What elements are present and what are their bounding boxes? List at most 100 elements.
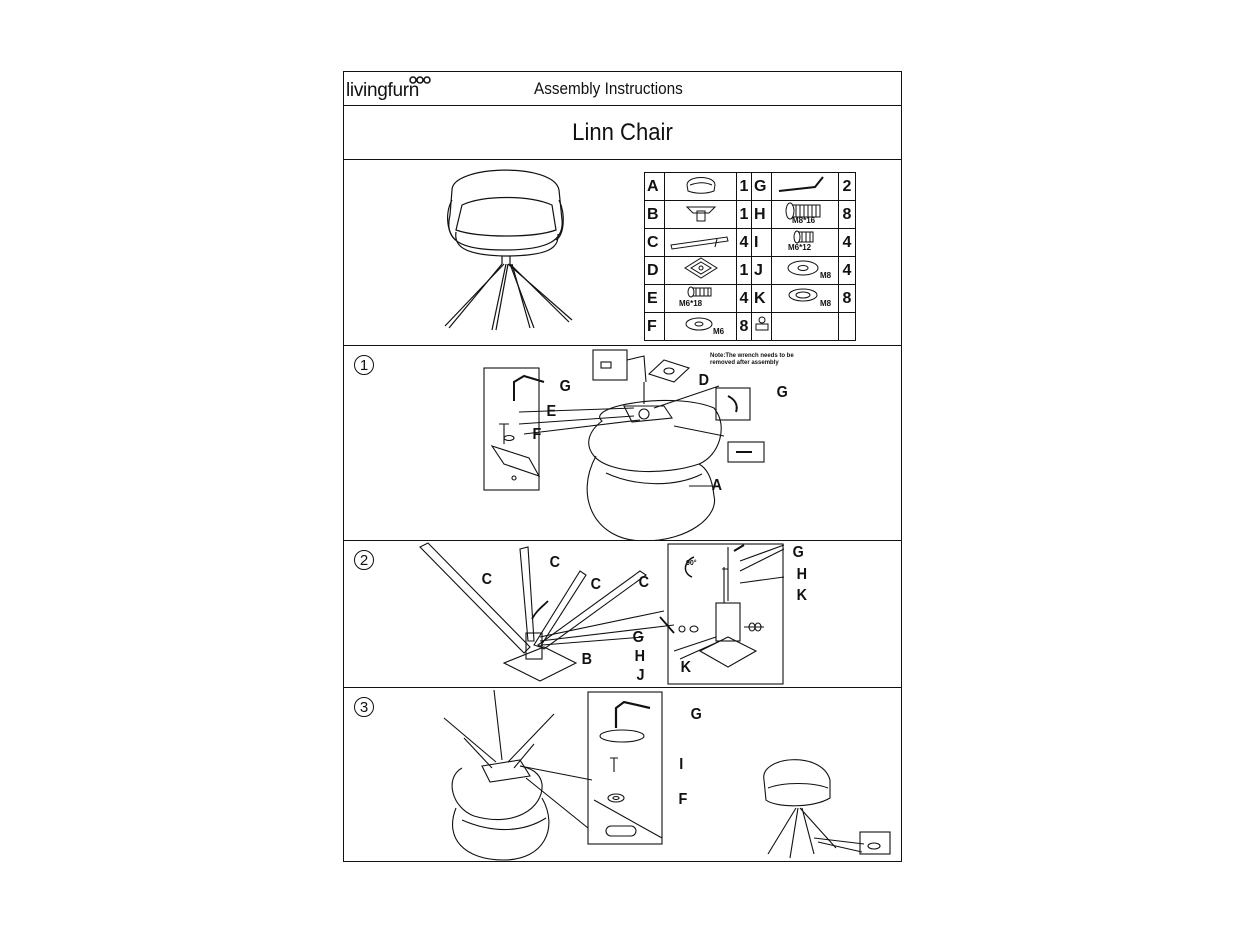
header-title: Assembly Instructions bbox=[534, 79, 683, 98]
part-letter: C bbox=[644, 228, 665, 257]
part-empty-cell bbox=[771, 312, 839, 341]
part-size: M8*16 bbox=[792, 216, 816, 225]
label-c: C bbox=[481, 571, 492, 588]
part-letter: D bbox=[644, 256, 665, 285]
label-g: G bbox=[690, 706, 702, 723]
part-letter: H bbox=[751, 200, 772, 229]
spring-washer-part-icon bbox=[788, 288, 818, 302]
step-3-illustration bbox=[443, 689, 891, 861]
part-wrench-image bbox=[771, 172, 839, 201]
logo-dots-icon bbox=[409, 76, 431, 84]
table-row: D 1 J M8 4 bbox=[644, 256, 856, 285]
part-size: M8 bbox=[820, 271, 832, 280]
seat-part-icon bbox=[685, 177, 716, 194]
part-screw-image: M6*12 bbox=[771, 228, 839, 257]
part-swivel-plate-image bbox=[664, 256, 737, 285]
part-qty: 4 bbox=[838, 256, 856, 285]
part-qty: 8 bbox=[838, 284, 856, 313]
part-letter: G bbox=[751, 172, 772, 201]
part-qty: 1 bbox=[736, 172, 752, 201]
part-spring-washer-image: M8 bbox=[771, 284, 839, 313]
wrench-part-icon bbox=[778, 176, 824, 192]
label-f: F bbox=[532, 426, 542, 443]
label-k: K bbox=[680, 659, 691, 676]
part-qty: 4 bbox=[736, 284, 752, 313]
label-d: D bbox=[698, 372, 709, 389]
step-1-row: 1 bbox=[344, 346, 901, 541]
part-size: M6 bbox=[713, 327, 725, 336]
step-2-illustration bbox=[419, 542, 785, 685]
part-qty: 2 bbox=[838, 172, 856, 201]
step-2-row: 2 bbox=[344, 541, 901, 688]
part-letter: F bbox=[644, 312, 665, 341]
part-size: M8 bbox=[820, 299, 832, 308]
step-1-illustration bbox=[483, 349, 765, 541]
part-letter: E bbox=[644, 284, 665, 313]
label-e: E bbox=[546, 403, 557, 420]
screw-part-icon bbox=[793, 230, 814, 244]
step-3-row: 3 bbox=[344, 688, 901, 862]
part-leg-image bbox=[664, 228, 737, 257]
bolt-part-icon bbox=[785, 202, 821, 220]
part-qty: 1 bbox=[736, 256, 752, 285]
rotation-90-icon: 90° bbox=[686, 560, 697, 567]
label-g-callout: G bbox=[776, 384, 788, 401]
part-bolt-short-image: M6*18 bbox=[664, 284, 737, 313]
instruction-sheet: livingfurn Assembly Instructions Linn Ch… bbox=[343, 71, 902, 862]
part-letter: K bbox=[751, 284, 772, 313]
parts-row: A 1 G 2 B 1 H M8*16 bbox=[344, 160, 901, 346]
label-c: C bbox=[590, 576, 601, 593]
wrench-note: Note:The wrench needs to be removed afte… bbox=[710, 353, 794, 366]
document-title: Linn Chair bbox=[572, 119, 673, 146]
label-g: G bbox=[632, 629, 644, 646]
washer-part-icon bbox=[787, 260, 819, 276]
label-g-detail: G bbox=[792, 544, 804, 561]
label-a: A bbox=[711, 477, 722, 494]
label-g: G bbox=[559, 378, 571, 395]
brand-logo: livingfurn bbox=[346, 80, 420, 101]
step-number: 1 bbox=[354, 355, 374, 375]
label-f: F bbox=[678, 791, 688, 808]
part-flat-washer-image: M6 bbox=[664, 312, 737, 341]
table-row: E M6*18 4 K M8 8 bbox=[644, 284, 856, 313]
label-b: B bbox=[581, 651, 592, 668]
assembled-chair-illustration bbox=[444, 169, 573, 331]
part-letter: I bbox=[751, 228, 772, 257]
title-row: Linn Chair bbox=[344, 106, 901, 160]
table-row: F M6 8 bbox=[644, 312, 856, 341]
part-leg-bracket-image bbox=[664, 200, 737, 229]
label-c: C bbox=[638, 574, 649, 591]
part-size: M6*12 bbox=[788, 243, 812, 252]
step-number: 2 bbox=[354, 550, 374, 570]
parts-list-table: A 1 G 2 B 1 H M8*16 bbox=[644, 172, 856, 341]
step-number: 3 bbox=[354, 697, 374, 717]
part-spare-image bbox=[751, 312, 772, 341]
part-qty: 8 bbox=[736, 312, 752, 341]
table-row: A 1 G 2 bbox=[644, 172, 856, 201]
part-size: M6*18 bbox=[679, 299, 703, 308]
label-k-detail: K bbox=[796, 587, 807, 604]
label-h-detail: H bbox=[796, 566, 807, 583]
part-washer-image: M8 bbox=[771, 256, 839, 285]
bracket-part-icon bbox=[685, 206, 716, 222]
part-seat-image bbox=[664, 172, 737, 201]
part-qty: 4 bbox=[736, 228, 752, 257]
part-letter: A bbox=[644, 172, 665, 201]
plate-part-icon bbox=[683, 257, 718, 279]
label-j: J bbox=[636, 667, 645, 684]
part-letter: B bbox=[644, 200, 665, 229]
label-i: I bbox=[679, 756, 684, 773]
part-bolt-image: M8*16 bbox=[771, 200, 839, 229]
part-qty: 8 bbox=[838, 200, 856, 229]
bolt-short-part-icon bbox=[687, 286, 711, 298]
table-row: B 1 H M8*16 8 bbox=[644, 200, 856, 229]
label-c: C bbox=[549, 554, 560, 571]
part-qty: 4 bbox=[838, 228, 856, 257]
small-part-icon bbox=[755, 316, 769, 331]
part-letter: J bbox=[751, 256, 772, 285]
header-row: livingfurn Assembly Instructions bbox=[344, 72, 901, 106]
table-row: C 4 I M6*12 4 bbox=[644, 228, 856, 257]
label-h: H bbox=[634, 648, 645, 665]
part-qty: 1 bbox=[736, 200, 752, 229]
flat-washer-part-icon bbox=[685, 317, 712, 331]
